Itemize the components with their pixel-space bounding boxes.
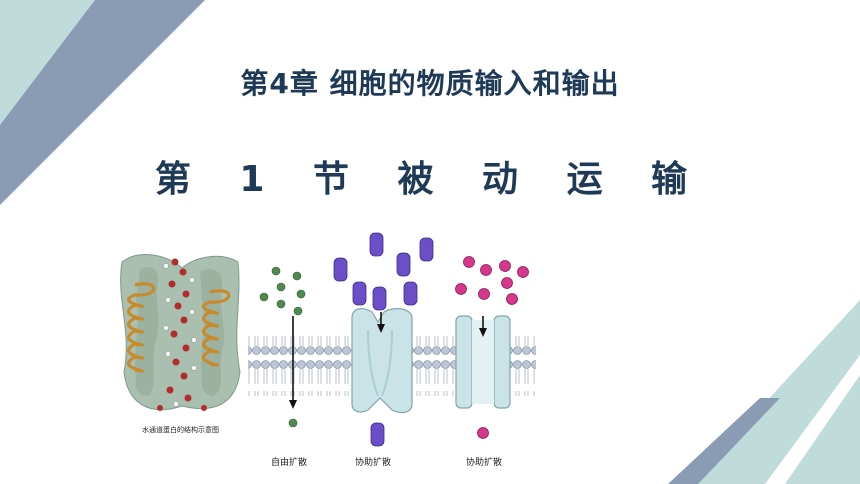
channel-protein-diagram — [455, 256, 529, 439]
diffusion-arrow-head — [289, 400, 297, 409]
channel-arrow-head — [479, 328, 487, 337]
free-diffusion-diagram — [259, 266, 306, 428]
carrier-protein-shading — [367, 329, 393, 397]
top-left-dark-band — [0, 0, 205, 205]
caption-channel-facilitated-diffusion: 协助扩散 — [466, 458, 503, 468]
caption-aquaporin: 水通道蛋白的结构示意图 — [142, 426, 219, 434]
aquaporin-left-lobe — [135, 266, 159, 396]
channel-protein-right — [493, 315, 511, 409]
purple-molecules — [333, 232, 434, 447]
caption-carrier-facilitated-diffusion: 协助扩散 — [355, 458, 392, 468]
carrier-protein — [351, 308, 413, 414]
channel-protein-left — [455, 315, 473, 409]
bottom-right-white-stripe — [765, 355, 860, 484]
section-title: 第 1 节 被 动 运 输 — [154, 159, 706, 200]
aquaporin-left-helix — [126, 282, 156, 373]
chapter-title: 第4章 细胞的物质输入和输出 — [240, 67, 620, 100]
carrier-arrow-head — [377, 324, 385, 333]
caption-free-diffusion: 自由扩散 — [271, 458, 308, 468]
green-molecules — [259, 266, 306, 428]
bottom-right-dark-band — [668, 398, 780, 484]
aquaporin-structure — [120, 254, 241, 411]
channel-pore — [472, 320, 494, 404]
carrier-protein-diagram — [333, 232, 434, 447]
aquaporin-water-molecules — [157, 258, 207, 411]
aquaporin-right-helix — [201, 289, 231, 367]
